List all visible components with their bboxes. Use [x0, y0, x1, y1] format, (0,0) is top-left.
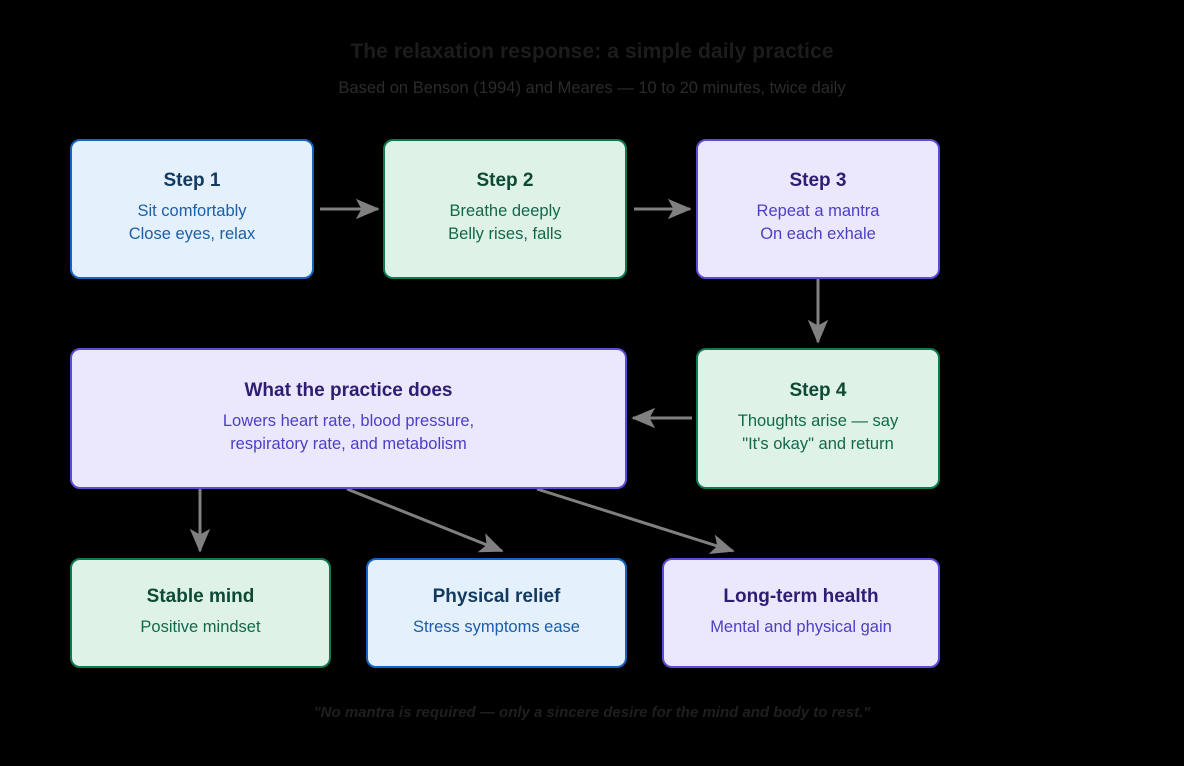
node-outcome2-title: Physical relief — [432, 585, 561, 607]
node-step3-title: Step 3 — [789, 170, 847, 192]
node-step4-line2: "It's okay" and return — [742, 434, 894, 453]
node-effects-line1: Lowers heart rate, blood pressure, — [222, 411, 475, 430]
node-step3-line1: Repeat a mantra — [756, 202, 880, 221]
node-step4-line1: Thoughts arise — say — [737, 411, 899, 430]
node-outcome1-title: Stable mind — [146, 585, 255, 607]
node-effects-title: What the practice does — [244, 379, 453, 401]
node-step1-line1: Sit comfortably — [137, 202, 247, 221]
node-step2[interactable]: Step 2 Breathe deeply Belly rises, falls — [383, 139, 627, 279]
node-step3[interactable]: Step 3 Repeat a mantra On each exhale — [696, 139, 940, 279]
page-subtitle: Based on Benson (1994) and Meares — 10 t… — [338, 79, 846, 97]
page-title: The relaxation response: a simple daily … — [350, 40, 834, 63]
node-outcome2-line1: Stress symptoms ease — [413, 617, 580, 636]
node-step2-title: Step 2 — [476, 170, 534, 192]
node-effects-line2: respiratory rate, and metabolism — [230, 434, 467, 453]
node-step4-title: Step 4 — [789, 379, 847, 401]
node-step1-title: Step 1 — [163, 170, 221, 192]
node-effects[interactable]: What the practice does Lowers heart rate… — [70, 348, 627, 489]
node-outcome-stable-mind[interactable]: Stable mind Positive mindset — [70, 558, 331, 668]
node-outcome-long-term-health[interactable]: Long-term health Mental and physical gai… — [662, 558, 940, 668]
footer-quote: "No mantra is required — only a sincere … — [313, 704, 871, 721]
node-outcome3-title: Long-term health — [723, 585, 879, 607]
node-step1[interactable]: Step 1 Sit comfortably Close eyes, relax — [70, 139, 314, 279]
node-outcome3-line1: Mental and physical gain — [710, 617, 892, 636]
edge-effects-outcome3 — [536, 487, 735, 555]
node-step1-line2: Close eyes, relax — [128, 225, 256, 244]
node-step4[interactable]: Step 4 Thoughts arise — say "It's okay" … — [696, 348, 940, 489]
node-step2-line2: Belly rises, falls — [448, 225, 562, 244]
node-step3-line2: On each exhale — [760, 225, 876, 244]
edge-effects-outcome2 — [346, 487, 504, 553]
node-outcome1-line1: Positive mindset — [140, 617, 261, 636]
node-outcome-physical-relief[interactable]: Physical relief Stress symptoms ease — [366, 558, 627, 668]
node-step2-line1: Breathe deeply — [449, 202, 561, 221]
